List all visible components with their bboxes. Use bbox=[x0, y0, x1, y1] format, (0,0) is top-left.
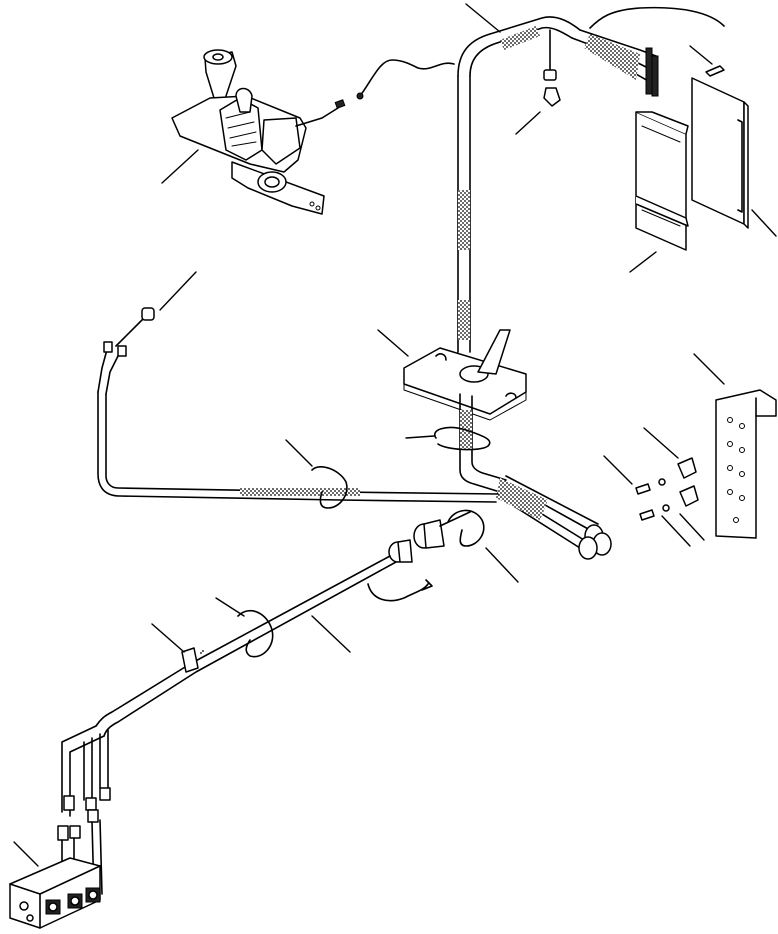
connector-plug bbox=[367, 509, 519, 602]
cover-panel bbox=[689, 45, 777, 237]
leader-line-bolt bbox=[603, 455, 633, 485]
leader-line-clamp-lower bbox=[215, 597, 245, 617]
mounting-bracket bbox=[693, 353, 777, 539]
pcb-board bbox=[629, 111, 689, 273]
leader-line-lever bbox=[161, 149, 199, 184]
leader-line-plate bbox=[377, 329, 409, 357]
leader-line-clamp-left bbox=[285, 439, 313, 467]
leader-line-clip-lower bbox=[151, 623, 185, 653]
clip bbox=[643, 427, 699, 507]
washer bbox=[658, 478, 705, 541]
leader-line-clip bbox=[643, 427, 679, 459]
leader-line-connector bbox=[515, 111, 541, 135]
leader-line-harness-top bbox=[465, 3, 501, 33]
leader-line-board bbox=[629, 251, 657, 273]
solenoid-valve-block bbox=[9, 841, 101, 929]
leader-line-bracket bbox=[693, 353, 725, 385]
leader-line-harness-lower bbox=[311, 615, 351, 653]
leader-line-left-connector bbox=[159, 271, 197, 311]
main-wiring-harness bbox=[356, 3, 725, 353]
leader-line-clamp-top bbox=[405, 435, 435, 439]
leader-line-valve bbox=[13, 841, 39, 867]
mounting-plate bbox=[377, 329, 527, 421]
leader-line-washer bbox=[679, 513, 705, 541]
main-wiring-harness bbox=[97, 271, 612, 560]
leader-line-screw bbox=[689, 45, 713, 65]
leader-line-panel bbox=[751, 209, 777, 237]
control-lever-assembly bbox=[161, 49, 346, 215]
bolt bbox=[603, 455, 691, 547]
leader-line-bolt-2 bbox=[661, 515, 691, 547]
leader-line-clamp-mid bbox=[485, 547, 519, 583]
main-wiring-harness bbox=[57, 555, 397, 907]
